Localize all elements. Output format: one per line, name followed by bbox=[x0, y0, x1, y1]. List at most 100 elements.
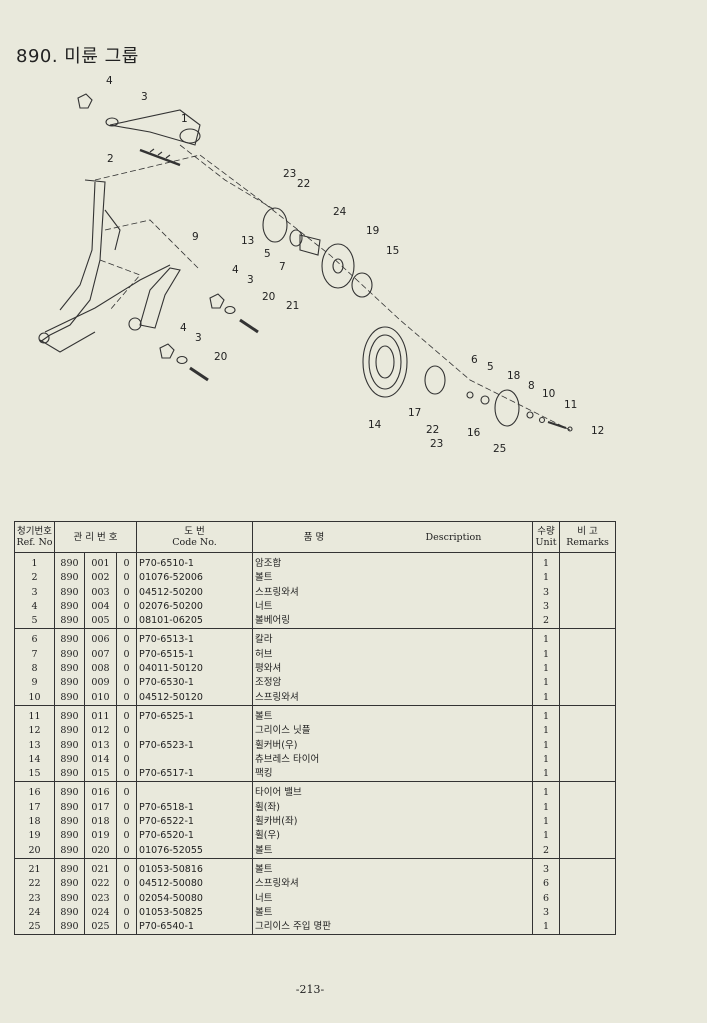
part-name-cell: 그리이스 주입 명판 bbox=[252, 920, 533, 936]
quantity-cell: 1 bbox=[532, 552, 561, 572]
quantity-cell: 1 bbox=[532, 676, 561, 691]
callout: 3 bbox=[247, 274, 254, 286]
control-group-cell: 890 bbox=[54, 690, 85, 706]
control-seq-cell: 025 bbox=[84, 920, 117, 936]
code-number-cell bbox=[136, 781, 253, 801]
remarks-cell bbox=[559, 877, 617, 892]
callout: 6 bbox=[471, 354, 478, 366]
ref-number-cell: 6 bbox=[14, 628, 55, 648]
callout: 3 bbox=[195, 332, 202, 344]
part-name-cell: 휠(좌) bbox=[252, 800, 533, 816]
code-number-cell: P70-6510-1 bbox=[136, 552, 253, 572]
code-number-cell: P70-6522-1 bbox=[136, 815, 253, 830]
part-name-cell: 휠(우) bbox=[252, 829, 533, 844]
control-rev-cell: 0 bbox=[115, 843, 138, 859]
callout: 11 bbox=[564, 399, 577, 411]
callout: 2 bbox=[107, 153, 114, 165]
ref-number-cell: 20 bbox=[14, 843, 55, 859]
callout: 5 bbox=[487, 361, 494, 373]
wheel-left-17 bbox=[424, 365, 446, 395]
control-rev-cell: 0 bbox=[115, 800, 138, 816]
control-seq-cell: 017 bbox=[84, 800, 117, 816]
quantity-cell: 1 bbox=[532, 752, 561, 768]
remarks-cell bbox=[559, 552, 617, 572]
control-group-cell: 890 bbox=[54, 815, 85, 830]
packing-15 bbox=[351, 272, 373, 298]
callout: 9 bbox=[192, 231, 199, 243]
control-rev-cell: 0 bbox=[115, 738, 138, 753]
control-group-cell: 890 bbox=[54, 843, 85, 859]
quantity-cell: 1 bbox=[532, 628, 561, 648]
ref-number-cell: 15 bbox=[14, 767, 55, 783]
control-seq-cell: 022 bbox=[84, 877, 117, 892]
ref-number-cell: 2 bbox=[14, 571, 55, 586]
control-seq-cell: 024 bbox=[84, 905, 117, 921]
callout: 4 bbox=[232, 264, 239, 276]
centerline bbox=[94, 154, 571, 431]
ref-number-cell: 1 bbox=[14, 552, 55, 572]
washer-part-3 bbox=[105, 117, 119, 127]
part-name-cell: 볼베어링 bbox=[252, 614, 533, 630]
control-group-cell: 890 bbox=[54, 628, 85, 648]
control-rev-cell: 0 bbox=[115, 690, 138, 706]
callout: 3 bbox=[141, 91, 148, 103]
part-name-cell: 스프링와셔 bbox=[252, 690, 533, 706]
remarks-cell bbox=[559, 920, 617, 936]
code-number-cell: P70-6520-1 bbox=[136, 829, 253, 844]
col-control-no: 관 리 번 호 bbox=[53, 521, 138, 553]
ref-number-cell: 3 bbox=[14, 585, 55, 600]
nut-lower bbox=[159, 343, 175, 359]
ref-number-cell: 18 bbox=[14, 815, 55, 830]
control-seq-cell: 005 bbox=[84, 614, 117, 630]
frame-pivot bbox=[38, 332, 50, 344]
callout: 21 bbox=[286, 300, 299, 312]
nut-mid bbox=[209, 293, 225, 309]
part-name-cell: 휠카버(좌) bbox=[252, 815, 533, 830]
remarks-cell bbox=[559, 705, 617, 725]
code-number-cell: 04512-50120 bbox=[136, 690, 253, 706]
bolt-part-20 bbox=[239, 318, 259, 334]
control-seq-cell: 016 bbox=[84, 781, 117, 801]
control-rev-cell: 0 bbox=[115, 724, 138, 739]
bolt-part-2 bbox=[139, 148, 181, 167]
remarks-cell bbox=[559, 614, 617, 630]
diagram-svg: 4 3 1 2 23 22 24 9 13 5 7 19 15 4 3 20 2… bbox=[38, 75, 604, 455]
part-name-cell: 볼트 bbox=[252, 705, 533, 725]
nut-part-4 bbox=[77, 93, 93, 109]
control-rev-cell: 0 bbox=[115, 676, 138, 691]
remarks-cell bbox=[559, 662, 617, 677]
part-name-cell: 볼트 bbox=[252, 858, 533, 878]
code-number-cell: P70-6525-1 bbox=[136, 705, 253, 725]
callout: 20 bbox=[262, 291, 275, 303]
control-rev-cell: 0 bbox=[115, 614, 138, 630]
code-number-cell bbox=[136, 724, 253, 739]
control-rev-cell: 0 bbox=[115, 599, 138, 615]
remarks-cell bbox=[559, 599, 617, 615]
control-seq-cell: 019 bbox=[84, 829, 117, 844]
control-group-cell: 890 bbox=[54, 800, 85, 816]
code-number-cell: 04512-50200 bbox=[136, 585, 253, 600]
ref-number-cell: 13 bbox=[14, 738, 55, 753]
tire-14 bbox=[362, 326, 408, 398]
part-name-cell: 허브 bbox=[252, 647, 533, 663]
quantity-cell: 1 bbox=[532, 647, 561, 663]
quantity-cell: 1 bbox=[532, 724, 561, 739]
control-group-cell: 890 bbox=[54, 877, 85, 892]
code-number-cell: P70-6523-1 bbox=[136, 738, 253, 753]
quantity-cell: 1 bbox=[532, 800, 561, 816]
